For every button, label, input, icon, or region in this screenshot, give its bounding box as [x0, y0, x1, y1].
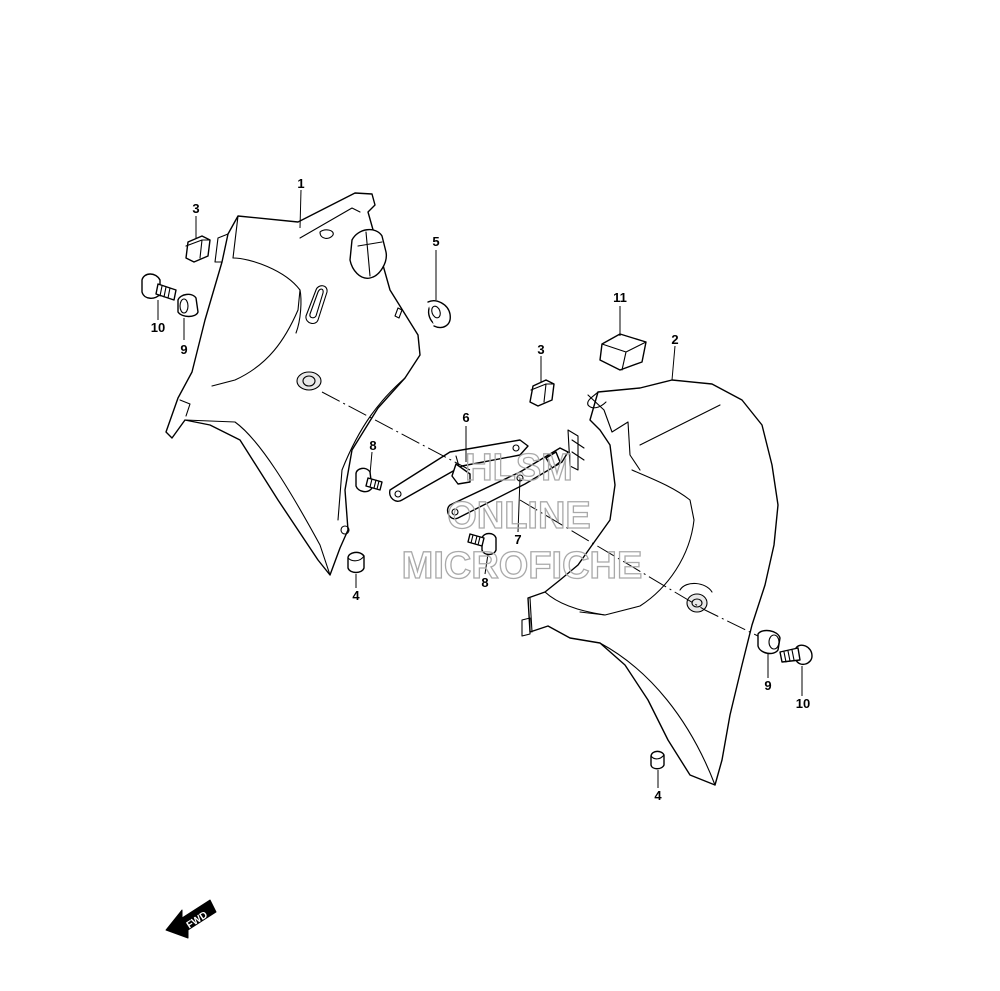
part-6-stay-bracket[interactable]	[388, 439, 529, 502]
watermark-line-3: MICROFICHE	[402, 545, 643, 587]
part-10-bolt-left[interactable]	[141, 273, 177, 301]
centerline-left	[321, 391, 471, 471]
part-8-bolt-lower[interactable]	[467, 532, 497, 556]
callout-2: 2	[671, 332, 678, 347]
callout-11: 11	[613, 290, 627, 305]
callout-10-right: 10	[796, 696, 810, 711]
callout-7: 7	[514, 532, 521, 547]
callout-8-lower: 8	[481, 575, 488, 590]
part-3-pad-right[interactable]	[529, 379, 555, 407]
part-9-collar-left[interactable]	[177, 293, 199, 318]
callout-10-left: 10	[151, 320, 165, 335]
part-11-cushion[interactable]	[599, 333, 647, 371]
callout-6: 6	[462, 410, 469, 425]
part-1-left-cover[interactable]	[165, 192, 421, 576]
callout-9-right: 9	[764, 678, 771, 693]
part-2-right-cover[interactable]	[521, 379, 779, 786]
callout-8-upper: 8	[369, 438, 376, 453]
part-4-nut-right[interactable]	[650, 750, 665, 770]
callout-3-left: 3	[192, 201, 199, 216]
callout-9-left: 9	[180, 342, 187, 357]
part-10-bolt-right[interactable]	[779, 644, 813, 666]
part-8-bolt-upper[interactable]	[355, 467, 383, 493]
part-9-collar-right[interactable]	[757, 629, 781, 655]
watermark: HLSM ONLINE MICROFICHE	[401, 446, 643, 587]
watermark-line-2: ONLINE	[447, 495, 591, 537]
callout-4-right: 4	[654, 788, 662, 803]
callout-4-left: 4	[352, 588, 360, 603]
callout-3-right: 3	[537, 342, 544, 357]
leader-lines	[157, 189, 803, 788]
part-4-nut-left[interactable]	[347, 551, 365, 574]
watermark-line-1: HLSM	[465, 447, 573, 489]
callout-5: 5	[432, 234, 439, 249]
part-3-pad-left[interactable]	[185, 235, 211, 263]
part-7-stay[interactable]	[446, 447, 569, 520]
fwd-arrow-icon: FWD	[165, 899, 217, 939]
centerline-right	[519, 499, 761, 638]
part-5-grommet[interactable]	[425, 300, 451, 329]
callout-1: 1	[297, 176, 304, 191]
